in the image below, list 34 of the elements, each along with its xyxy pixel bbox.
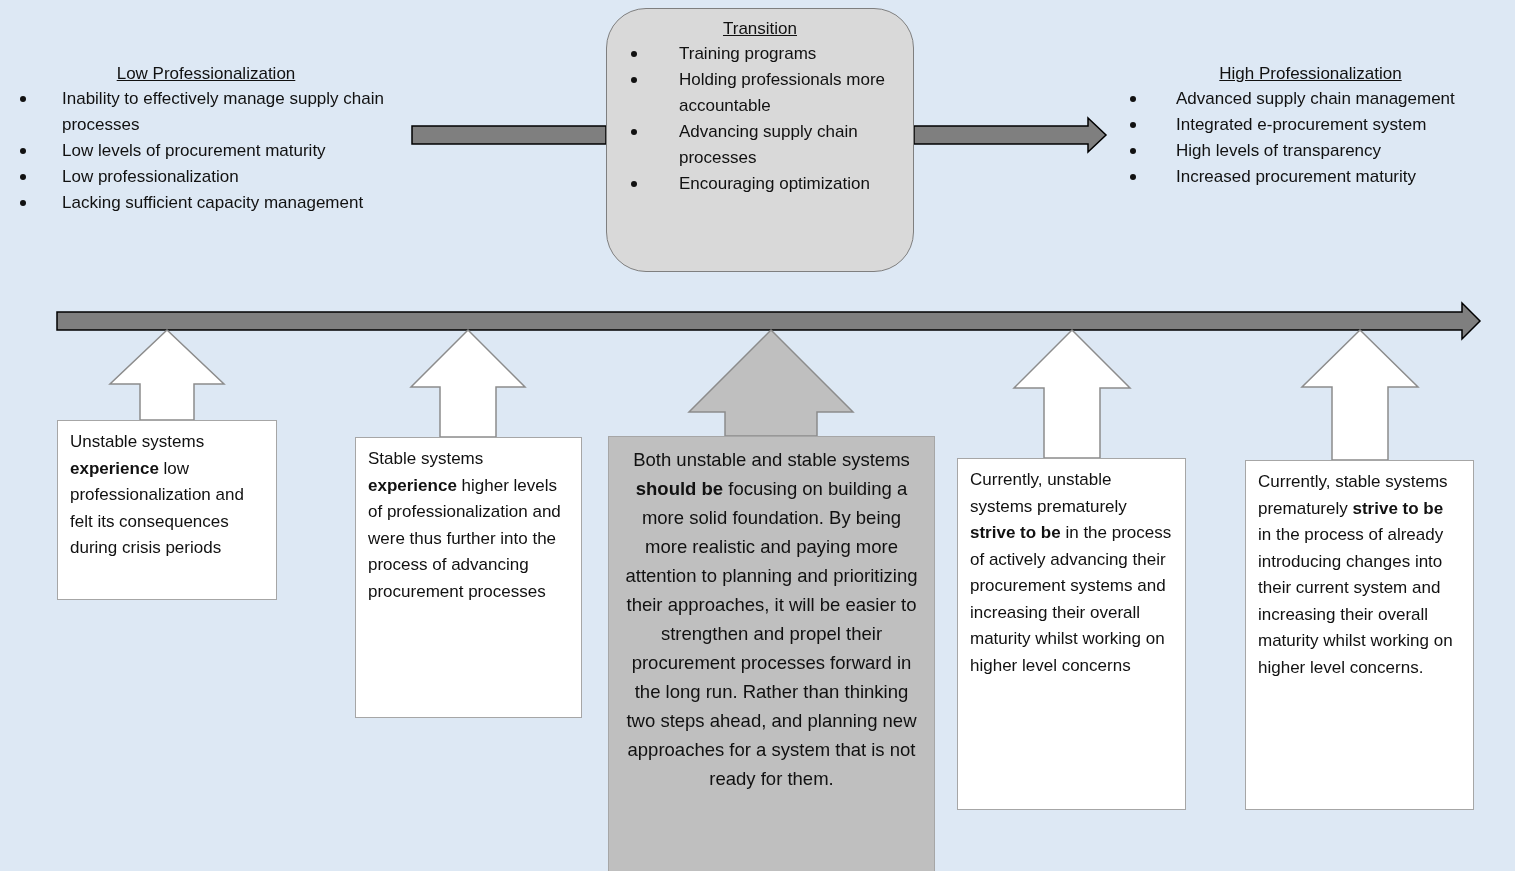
bullet-item: Lacking sufficient capacity management	[62, 193, 364, 212]
box-text: Unstable systems experience low professionalization and felt its consequences during crisis periods	[70, 431, 245, 559]
block-arrow	[409, 328, 527, 438]
box-text: Currently, stable systems prematurely strive to be in the process of already introducing changes into their current system and increasing their overall maturity whilst working on higher level concerns.	[1258, 471, 1454, 679]
bullet-item: Holding professionals more accountable	[679, 70, 885, 115]
bullet-item: Integrated e-procurement system	[1176, 115, 1427, 134]
block-arrow	[1012, 328, 1132, 459]
text-box	[608, 436, 935, 871]
bullet-item: Training programs	[679, 44, 817, 63]
text-box	[957, 458, 1186, 810]
timeline-arrow	[56, 301, 1482, 341]
block-arrow	[913, 116, 1108, 154]
box-text: Both unstable and stable systems should be focusing on building a more solid foundation. By being more realistic and paying more attention to planning and prioritizing their approaches, it will be easier to strengthen and propel their procurement processes forward in the long run. Rather than thinking two steps ahead, and planning new approaches for a system that is not ready for them.	[624, 448, 919, 791]
box-text: Stable systems experience higher levels of professionalization and were thus further into the process of advancing procurement processes	[368, 448, 562, 603]
bullet-item: Inability to effectively manage supply chain processes	[62, 89, 384, 134]
heading: Low Professionalization	[115, 63, 297, 85]
text-box	[1245, 460, 1474, 810]
bullet-item: Encouraging optimization	[679, 174, 870, 193]
connector-bar	[411, 125, 607, 145]
bullet-item: Low professionalization	[62, 167, 239, 186]
bullet-item: Advancing supply chain processes	[679, 122, 858, 167]
bullet-item: Advanced supply chain management	[1176, 89, 1455, 108]
text-box	[57, 420, 277, 600]
box-text: Currently, unstable systems prematurely strive to be in the process of actively advancing their procurement systems and increasing their overall maturity whilst working on higher level concerns	[970, 469, 1173, 677]
bullet-item: Low levels of procurement maturity	[62, 141, 326, 160]
block-arrow	[687, 328, 855, 437]
block-arrow	[1300, 328, 1420, 461]
rounded-box	[606, 8, 914, 272]
bullet-item: High levels of transparency	[1176, 141, 1382, 160]
block-arrow	[108, 328, 226, 421]
heading: Transition	[722, 18, 798, 40]
bullet-item: Increased procurement maturity	[1176, 167, 1416, 186]
heading: High Professionalization	[1218, 63, 1403, 85]
text-box	[355, 437, 582, 718]
